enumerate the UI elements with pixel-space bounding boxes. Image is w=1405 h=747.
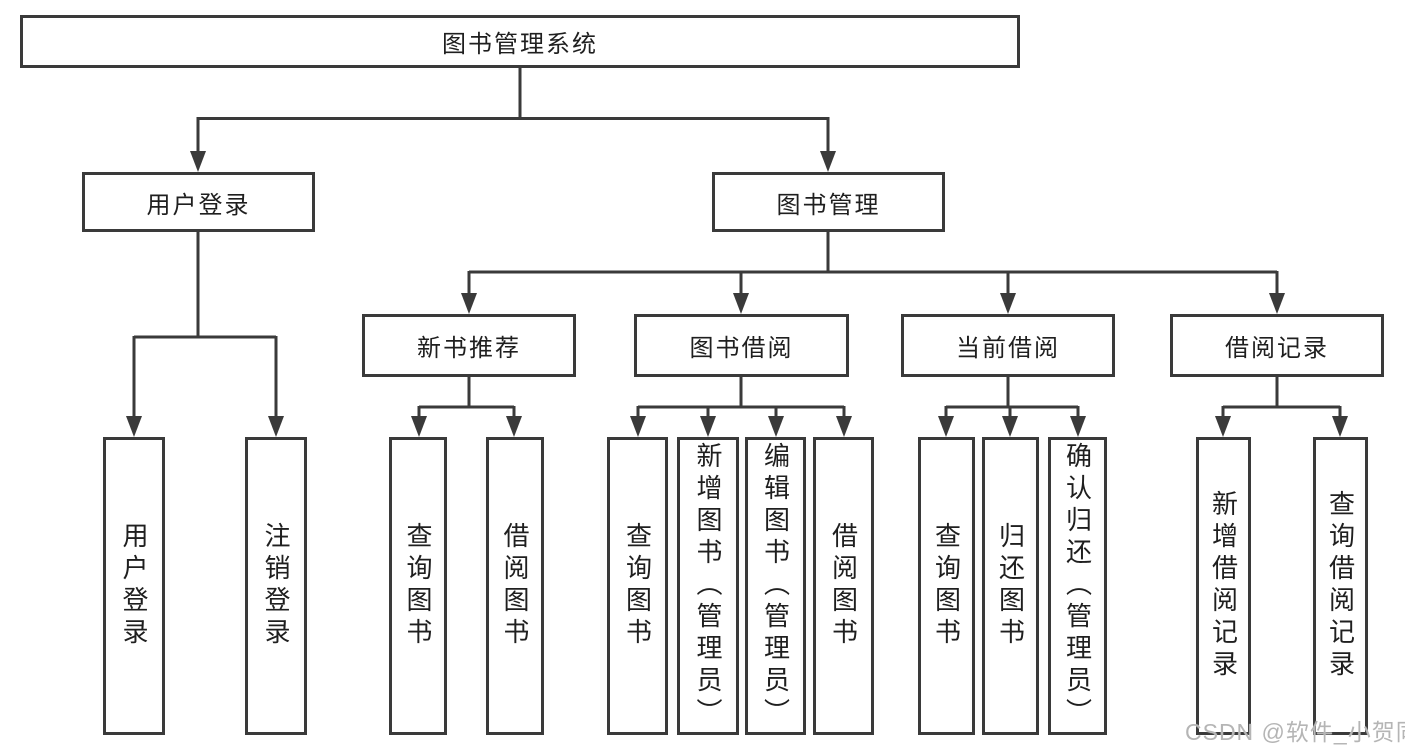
node-new-book-recommend: 新书推荐 xyxy=(362,314,576,377)
leaf-bb-query-book: 查询图书 xyxy=(607,437,668,735)
leaf-br-add-record: 新增借阅记录 xyxy=(1196,437,1251,735)
leaf-nbr-query-book: 查询图书 xyxy=(389,437,447,735)
csdn-watermark: CSDN @软件_小贺同学 xyxy=(1185,719,1405,745)
node-book-borrowing: 图书借阅 xyxy=(634,314,849,377)
leaf-cb-return-book: 归还图书 xyxy=(982,437,1039,735)
leaf-nbr-borrow-book: 借阅图书 xyxy=(486,437,544,735)
leaf-br-query-record: 查询借阅记录 xyxy=(1313,437,1368,735)
node-user-login-branch: 用户登录 xyxy=(82,172,315,232)
node-book-management: 图书管理 xyxy=(712,172,945,232)
leaf-bb-add-book-admin: 新增图书（管理员） xyxy=(677,437,739,735)
node-current-borrowing: 当前借阅 xyxy=(901,314,1115,377)
leaf-user-login: 用户登录 xyxy=(103,437,165,735)
leaf-bb-edit-book-admin: 编辑图书（管理员） xyxy=(745,437,806,735)
node-borrowing-records: 借阅记录 xyxy=(1170,314,1384,377)
node-system-root: 图书管理系统 xyxy=(20,15,1020,68)
leaf-cb-confirm-return-admin: 确认归还（管理员） xyxy=(1048,437,1107,735)
leaf-bb-borrow-book: 借阅图书 xyxy=(813,437,874,735)
leaf-logout-login: 注销登录 xyxy=(245,437,307,735)
leaf-cb-query-book: 查询图书 xyxy=(918,437,975,735)
